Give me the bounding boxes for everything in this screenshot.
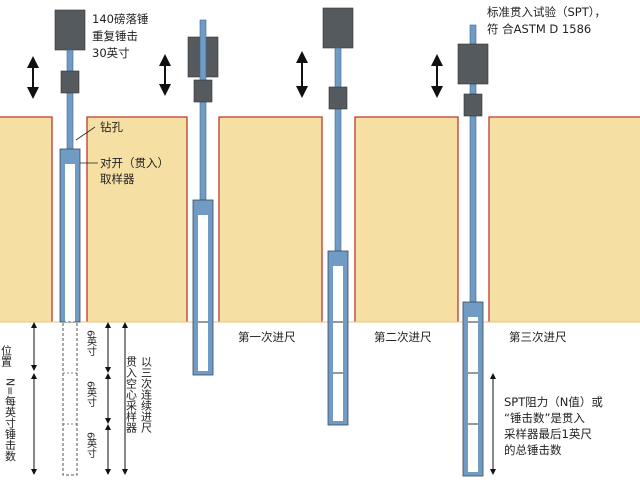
soil-layer [0,116,640,322]
borehole-label: 钻孔 [100,120,123,134]
apparatus-stage-1 [159,19,219,376]
soil-block-4-edge [354,116,459,322]
stage-2-label: 第二次进尺 [374,330,432,344]
anvil-1 [60,70,80,94]
spt-label: 标准贯入试验（SPT）， 符 合ASTM D 1586 [487,5,610,36]
anvil-3 [328,86,348,110]
anvil-2 [193,79,213,103]
stage-3-label: 第三次进尺 [509,330,567,344]
soil-block-5 [489,117,640,322]
hammer-label: 140磅落锤 重复锤击 30英寸 [92,12,152,60]
anvil-4 [463,93,483,117]
n-definition-label: N=每英寸锤击数 [4,378,17,462]
sampler-label: 对开（贯入） 取样器 [100,156,173,186]
hollow-sampler-label: 贯入空心采样器 [125,356,138,434]
six-inch-label-2: 6英寸 [85,381,97,407]
soil-block-2 [87,117,187,322]
soil-block-3-edge [218,116,323,322]
sampler-inner-4 [468,317,478,472]
consecutive-label: 以三次连续进尺 [140,356,153,434]
sampler-inner-1 [65,164,75,322]
soil-block-1 [0,117,52,322]
drop-hammer-4 [457,43,489,85]
apparatus-stage-2 [296,7,354,426]
drill-rod-2 [199,19,207,201]
apparatus-stage-3 [431,24,489,477]
drill-rod-3 [334,47,342,254]
six-inch-label-3: 6英寸 [85,432,97,458]
soil-block-5-edge [488,116,640,322]
drop-hammer-1 [54,9,86,51]
sampler-inner-3 [333,266,343,421]
sampler-inner-2 [198,215,208,371]
drop-hammer-3 [322,7,354,49]
n-value-label: SPT阻力（N值）或 “锤击数”是贯入 采样器最后1英尺 的总锤击数 [504,395,607,457]
soil-block-3 [219,117,322,322]
soil-block-4 [355,117,458,322]
soil-block-2-edge [86,116,188,322]
stage-1-label: 第一次进尺 [238,330,296,344]
planned-sampler-1 [62,321,78,476]
position-label: 位置 [0,344,13,367]
soil-block-1-edge [0,116,53,322]
six-inch-label-1: 6英寸 [85,330,97,356]
drill-rod-1 [66,49,74,151]
borehole-leader [75,126,96,141]
apparatus-setup [27,9,86,476]
